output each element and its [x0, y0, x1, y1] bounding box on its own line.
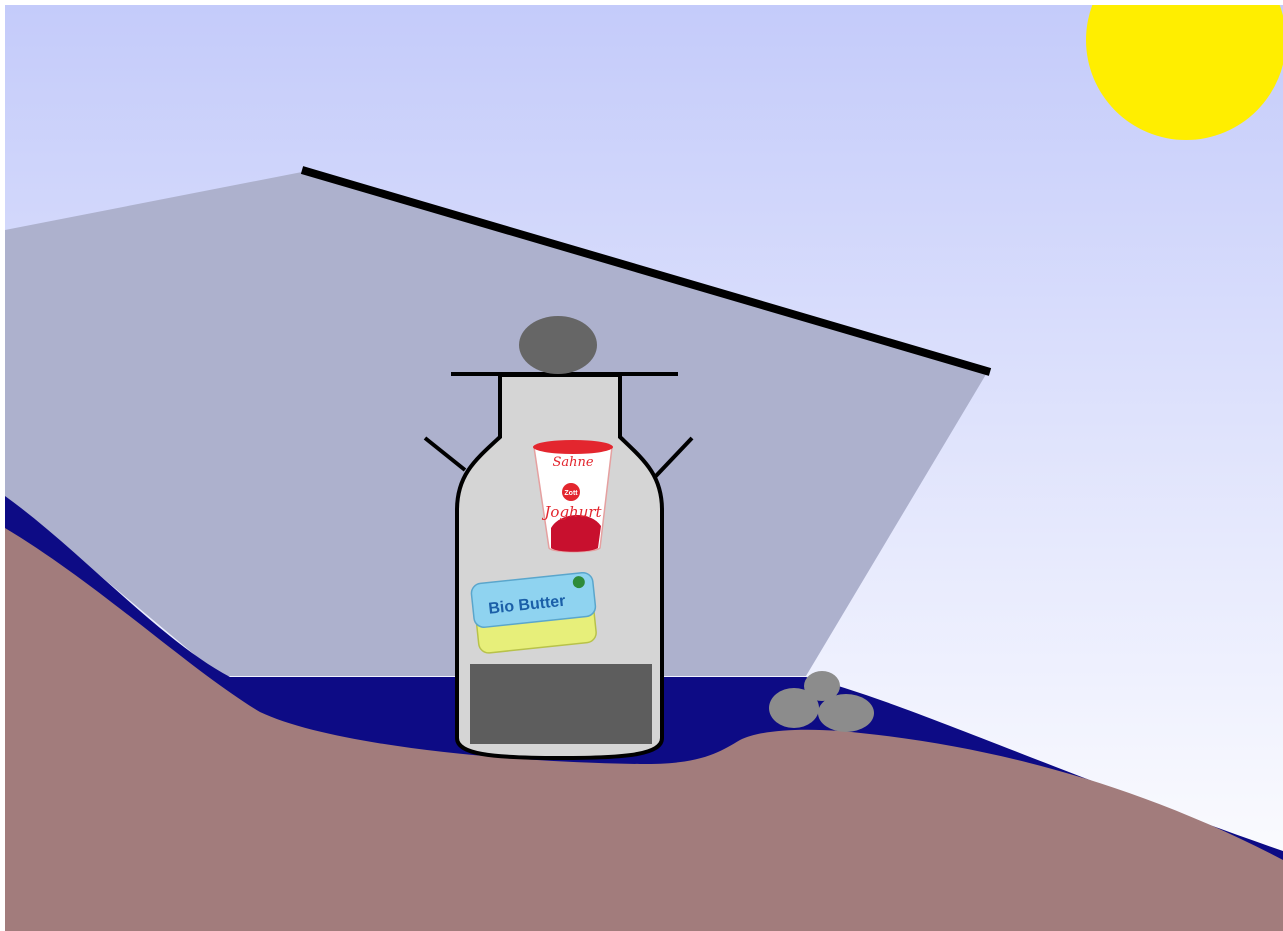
- yogurt-label-line-1: Sahne: [552, 455, 593, 470]
- wet-sand-block: [470, 664, 652, 744]
- yogurt-cup-rim: [533, 440, 613, 454]
- yogurt-brand: Zott: [564, 490, 578, 497]
- lid-weight-stone: [519, 316, 597, 374]
- pebble: [769, 688, 819, 728]
- butter-tub: Bio Butter: [470, 572, 599, 654]
- pebble: [818, 694, 874, 732]
- yogurt-label-line-2: Joghurt: [541, 503, 602, 521]
